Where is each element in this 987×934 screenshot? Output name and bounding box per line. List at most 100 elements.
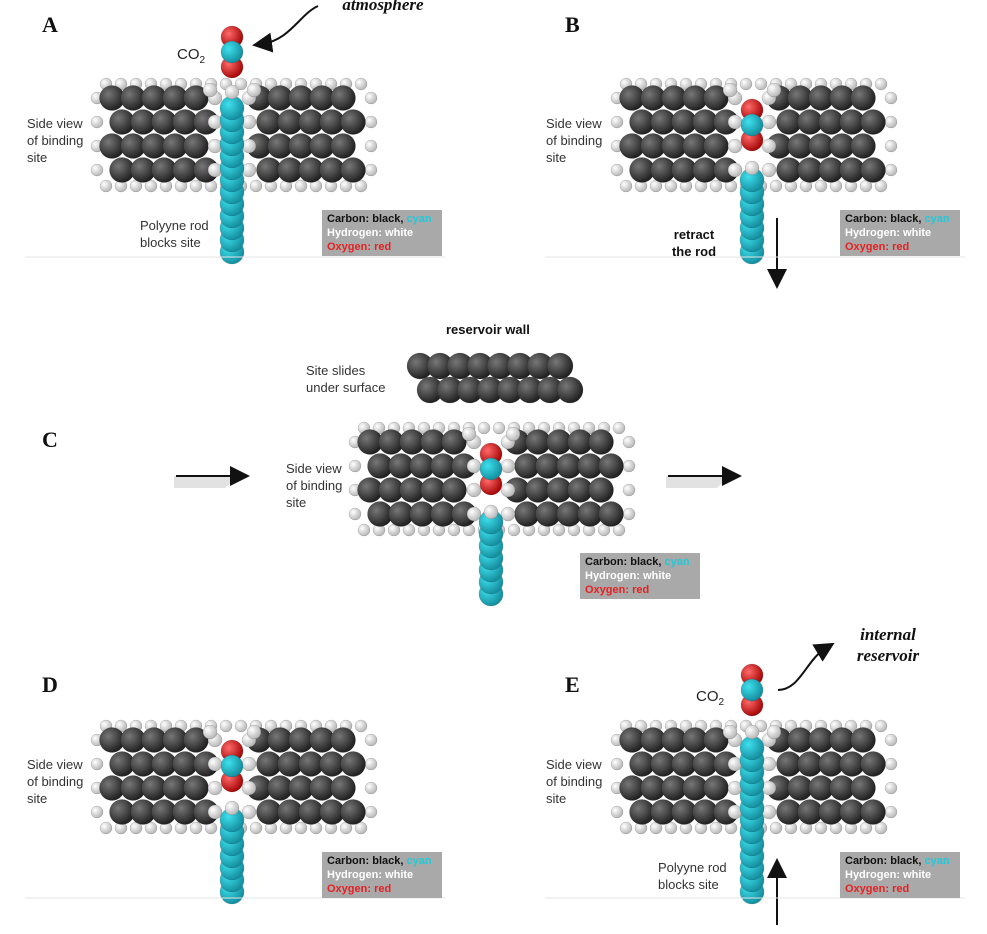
hydrogen-atom — [769, 179, 783, 193]
hydrogen-atom — [90, 115, 104, 129]
hydrogen-atom — [874, 719, 888, 733]
hydrogen-atom — [348, 507, 362, 521]
legend-oxygen: Oxygen: red — [845, 241, 910, 253]
hydrogen-atom — [241, 138, 257, 154]
rod-carbon-atom — [739, 735, 765, 761]
hydrogen-atom — [144, 179, 158, 193]
hydrogen-atom — [364, 163, 378, 177]
label-line: of binding — [546, 774, 603, 789]
hydrogen-atom — [234, 77, 248, 91]
carbon-atom — [330, 727, 356, 753]
co2-label-e: CO2 — [696, 688, 724, 708]
side-view-label-b: Side view of binding site — [546, 115, 602, 166]
legend-oxygen: Oxygen: red — [327, 241, 392, 253]
hydrogen-atom — [884, 115, 898, 129]
hydrogen-atom — [99, 179, 113, 193]
hydrogen-atom — [884, 757, 898, 771]
carbon-atom — [441, 477, 467, 503]
label-line: Polyyne rod — [140, 218, 209, 233]
label-line: under surface — [306, 380, 386, 395]
label-line: retract — [673, 227, 715, 242]
label-line: site — [286, 495, 307, 510]
co2-text: CO — [177, 46, 200, 63]
hydrogen-atom — [354, 179, 368, 193]
hydrogen-atom — [241, 780, 257, 796]
slide-arrow-shadow-right — [666, 476, 730, 488]
panel-label-c: C — [42, 427, 58, 452]
hydrogen-atom — [722, 724, 738, 740]
legend-oxygen: Oxygen: red — [585, 584, 650, 596]
carbon-atom — [703, 133, 729, 159]
label-line: site — [27, 791, 48, 806]
hydrogen-atom — [241, 162, 257, 178]
slide-label: Site slides under surface — [306, 362, 386, 396]
carbon-atom — [330, 85, 356, 111]
carbon-atom — [598, 501, 624, 527]
hydrogen-atom — [874, 821, 888, 835]
side-view-label-e: Side view of binding site — [546, 756, 602, 807]
hydrogen-atom — [727, 138, 743, 154]
carbon-atom — [703, 775, 729, 801]
carbon-atom — [330, 775, 356, 801]
hydrogen-atom — [219, 719, 233, 733]
hydrogen-atom — [884, 805, 898, 819]
hydrogen-atom — [144, 821, 158, 835]
hydrogen-atom — [241, 114, 257, 130]
side-view-label-c: Side view of binding site — [286, 460, 342, 511]
hydrogen-atom — [461, 426, 477, 442]
carbon-atom — [340, 751, 366, 777]
hydrogen-atom — [500, 458, 516, 474]
reservoir-wall-atom — [556, 376, 584, 404]
hydrogen-atom — [207, 138, 223, 154]
hydrogen-atom — [477, 421, 491, 435]
co2-carbon-atom — [740, 113, 764, 137]
hydrogen-atom — [727, 114, 743, 130]
carbon-atom — [588, 429, 614, 455]
rod-cap-hydrogen — [224, 84, 240, 100]
hydrogen-atom — [610, 163, 624, 177]
rod-cap-hydrogen — [744, 160, 760, 176]
hydrogen-atom — [202, 82, 218, 98]
carbon-atom — [850, 85, 876, 111]
label-line: site — [546, 791, 567, 806]
hydrogen-atom — [884, 91, 898, 105]
carbon-atom — [588, 477, 614, 503]
side-view-label-d: Side view of binding site — [27, 756, 83, 807]
label-line: Polyyne rod — [658, 860, 727, 875]
carbon-atom — [860, 799, 886, 825]
carbon-atom — [860, 109, 886, 135]
hydrogen-atom — [189, 821, 203, 835]
hydrogen-atom — [884, 733, 898, 747]
rod-cap-hydrogen — [224, 800, 240, 816]
label-line: the rod — [671, 244, 717, 259]
hydrogen-atom — [90, 163, 104, 177]
panel-label-a: A — [42, 12, 58, 37]
hydrogen-atom — [761, 138, 777, 154]
hydrogen-atom — [664, 821, 678, 835]
rod-label-e: Polyyne rod blocks site — [658, 859, 727, 893]
rod-cap-hydrogen — [483, 504, 499, 520]
slide-arrow-shadow-left — [174, 476, 238, 488]
hydrogen-atom — [364, 91, 378, 105]
hydrogen-atom — [189, 179, 203, 193]
legend-c: Carbon: black, cyan Hydrogen: white Oxyg… — [580, 553, 700, 599]
hydrogen-atom — [357, 523, 371, 537]
hydrogen-atom — [234, 719, 248, 733]
legend-carbon: Carbon: black, cyan — [327, 855, 432, 867]
carbon-atom — [850, 133, 876, 159]
hydrogen-atom — [552, 523, 566, 537]
hydrogen-atom — [246, 82, 262, 98]
hydrogen-atom — [249, 179, 263, 193]
label-line: of binding — [286, 478, 343, 493]
hydrogen-atom — [769, 821, 783, 835]
hydrogen-atom — [207, 804, 223, 820]
hydrogen-atom — [505, 426, 521, 442]
hydrogen-atom — [207, 780, 223, 796]
hydrogen-atom — [207, 114, 223, 130]
arrow-from-atmosphere — [252, 5, 319, 53]
hydrogen-atom — [207, 756, 223, 772]
hydrogen-atom — [354, 719, 368, 733]
hydrogen-atom — [364, 733, 378, 747]
label-line: Side view — [27, 116, 83, 131]
hydrogen-atom — [354, 821, 368, 835]
